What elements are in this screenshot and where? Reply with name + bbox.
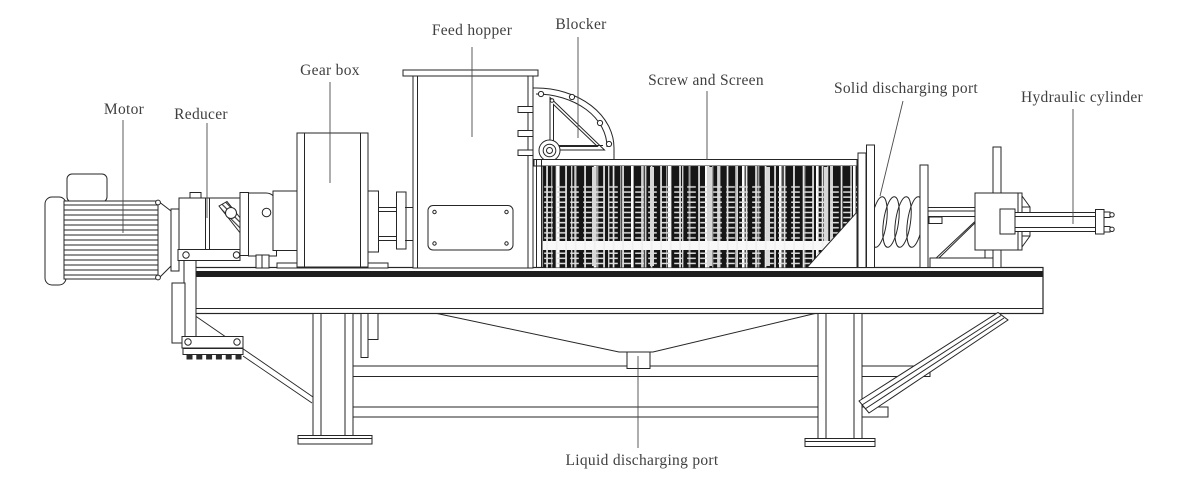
left-leg [297, 313, 373, 445]
label-gear-box: Gear box [300, 62, 360, 79]
leader-solid-port [879, 100, 904, 197]
label-liquid-discharging-port: Liquid discharging port [565, 452, 719, 469]
access-panel [427, 205, 514, 251]
main-beam-dark-band [193, 271, 1043, 277]
reducer [177, 192, 277, 261]
label-blocker: Blocker [555, 16, 607, 33]
discharge-flange-plate [857, 152, 867, 268]
motor [44, 173, 180, 286]
motor-terminal-box [66, 173, 108, 203]
screen-end-wedge [805, 210, 858, 268]
exposed-screw-coil [870, 196, 924, 248]
leader-lines [122, 37, 1074, 448]
label-screw-and-screen: Screw and Screen [648, 72, 764, 89]
hydraulic-cylinder [999, 208, 1115, 235]
pressure-plate [866, 144, 875, 268]
label-motor: Motor [103, 101, 145, 118]
gear-box [255, 132, 407, 269]
cross-rails [352, 365, 931, 418]
blocker-gusset [549, 96, 606, 151]
discharge-end [857, 144, 1031, 268]
label-feed-hopper: Feed hopper [431, 22, 513, 39]
screen-posts [592, 167, 828, 266]
piston-rod-cap [1095, 209, 1105, 235]
diagonal-brace [858, 311, 1009, 414]
liquid-funnel [436, 313, 816, 369]
motor-end-cap [44, 196, 67, 286]
serrated-strip [186, 354, 242, 360]
screw-and-screen [533, 159, 858, 268]
gear-box-body [296, 132, 369, 268]
hydraulic-cylinder-body [1014, 212, 1097, 232]
base-frame [192, 266, 1044, 447]
blocker-hub [538, 139, 561, 162]
blocker [517, 87, 615, 162]
motor-mount [171, 260, 244, 360]
feed-hopper [402, 69, 539, 269]
label-hydraulic-cylinder: Hydraulic cylinder [1020, 89, 1144, 106]
liquid-port [626, 351, 651, 369]
motor-fins [64, 204, 158, 276]
label-reducer: Reducer [174, 106, 228, 123]
label-solid-discharging-port: Solid discharging port [833, 80, 979, 97]
right-leg [804, 313, 876, 447]
feed-hopper-flange [402, 69, 539, 77]
